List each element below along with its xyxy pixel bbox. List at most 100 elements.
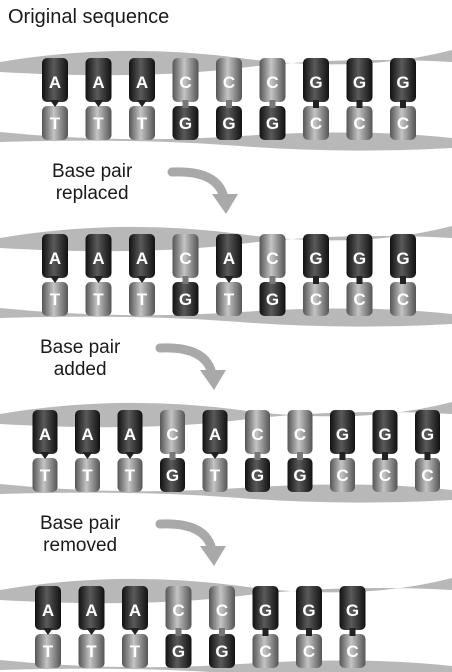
base-bottom-letter: C (421, 466, 433, 485)
base-bottom-letter: C (397, 114, 409, 133)
base-top (330, 410, 355, 454)
base-top (78, 586, 105, 630)
base-top-letter: C (251, 425, 263, 444)
base-top-letter: C (179, 73, 191, 92)
base-top (346, 58, 373, 102)
base-pair: AT (122, 586, 148, 668)
label-removed-line2: removed (43, 535, 118, 556)
diagram-title: Original sequence (8, 6, 170, 28)
base-bottom-letter: C (346, 642, 358, 661)
base-top (129, 234, 155, 278)
base-bottom-letter: C (336, 466, 348, 485)
base-pair: CG (165, 586, 192, 668)
base-top (303, 58, 329, 102)
base-bottom (165, 634, 192, 668)
base-pair: CG (172, 234, 199, 316)
base-pair: AT (42, 234, 68, 316)
base-bottom-letter: G (166, 466, 179, 485)
base-top-letter: A (223, 249, 235, 268)
base-pair: AT (129, 58, 155, 140)
base-top-letter: C (266, 249, 278, 268)
base-bottom-letter: G (266, 114, 279, 133)
base-pair: CG (245, 410, 270, 492)
base-top-letter: G (353, 73, 366, 92)
backbone-bottom (0, 132, 452, 151)
base-pair: CG (209, 586, 235, 668)
base-pair: GC (303, 58, 329, 140)
base-bottom (160, 458, 185, 492)
base-top (209, 586, 235, 630)
base-pair: AT (42, 58, 68, 140)
base-top (415, 410, 440, 454)
base-bottom-letter: T (137, 290, 148, 309)
base-pair: CG (259, 234, 286, 316)
base-top (117, 410, 143, 454)
base-top-letter: A (81, 425, 93, 444)
base-pair: CG (172, 58, 199, 140)
label-removed: Base pair removed (40, 513, 120, 557)
base-bottom (85, 282, 112, 316)
base-top-letter: G (346, 601, 359, 620)
base-bottom-letter: C (353, 290, 365, 309)
base-pair: GC (372, 410, 398, 492)
base-bottom (372, 458, 398, 492)
base-bottom-letter: T (224, 290, 235, 309)
base-top-letter: A (49, 73, 61, 92)
base-bottom (32, 458, 58, 492)
base-bottom (339, 634, 366, 668)
label-replaced-line1: Base pair (52, 161, 133, 182)
base-top (296, 586, 322, 630)
base-top (372, 410, 398, 454)
base-bottom (42, 282, 68, 316)
base-bottom-letter: G (222, 114, 235, 133)
base-bottom-letter: G (251, 466, 264, 485)
base-bottom-letter: T (86, 642, 97, 661)
label-added: Base pair added (40, 337, 120, 381)
base-top-letter: A (39, 425, 51, 444)
base-bottom (252, 634, 279, 668)
base-bottom (202, 458, 228, 492)
label-added-line1: Base pair (40, 337, 121, 358)
base-pair: GC (390, 234, 416, 316)
base-bottom-letter: C (397, 290, 409, 309)
base-top-letter: G (336, 425, 349, 444)
base-bottom (390, 282, 416, 316)
base-top (202, 410, 228, 454)
base-bottom (42, 106, 68, 140)
base-pair: GC (330, 410, 355, 492)
base-pair: AT (216, 234, 242, 316)
base-bottom (216, 282, 242, 316)
base-bottom (245, 458, 270, 492)
base-pair: GC (390, 58, 416, 140)
base-pair: GC (339, 586, 366, 668)
base-top-letter: G (309, 73, 322, 92)
base-top-letter: G (421, 425, 434, 444)
base-top-letter: C (216, 601, 228, 620)
base-bottom-letter: T (50, 290, 61, 309)
base-pair: AT (129, 234, 155, 316)
base-bottom-letter: T (125, 466, 136, 485)
base-bottom-letter: G (266, 290, 279, 309)
base-bottom-letter: C (353, 114, 365, 133)
base-top (216, 234, 242, 278)
base-top-letter: A (42, 601, 54, 620)
base-pair: AT (202, 410, 228, 492)
base-bottom-letter: G (293, 466, 306, 485)
base-top (85, 234, 112, 278)
base-top (259, 234, 286, 278)
base-top-letter: A (124, 425, 136, 444)
base-top-letter: G (378, 425, 391, 444)
base-bottom (209, 634, 235, 668)
base-top-letter: G (353, 249, 366, 268)
base-pair: CG (160, 410, 185, 492)
base-top (339, 586, 366, 630)
base-top-letter: A (85, 601, 97, 620)
base-pair: AT (32, 410, 58, 492)
base-top-letter: A (209, 425, 221, 444)
base-pair: AT (35, 586, 61, 668)
base-top-letter: G (309, 249, 322, 268)
base-pair: GC (346, 58, 373, 140)
base-bottom (303, 106, 329, 140)
